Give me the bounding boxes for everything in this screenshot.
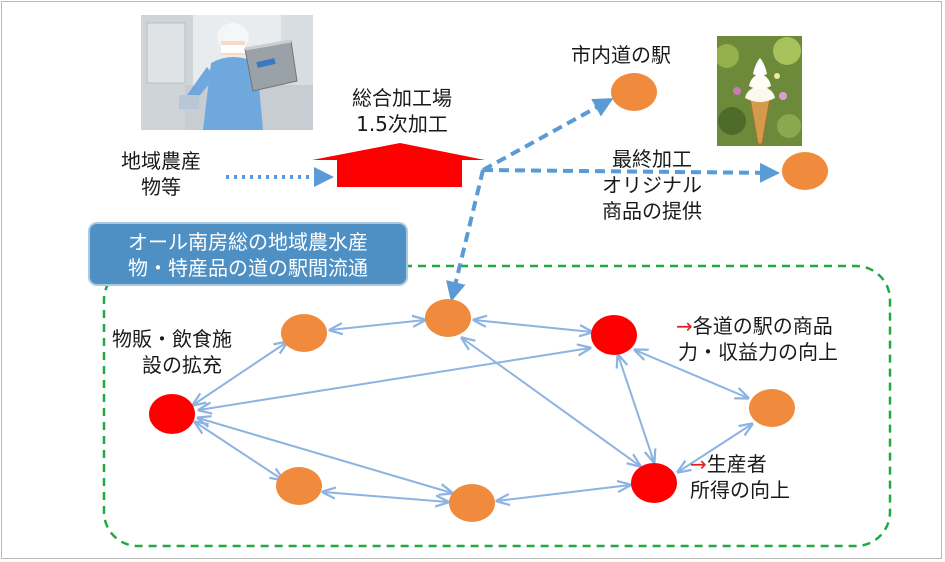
network-link — [497, 485, 630, 501]
station-node-orange — [276, 467, 322, 505]
shop-label-line1: 物販・飲食施 — [112, 327, 232, 351]
station-node-orange — [449, 484, 495, 522]
station-label-line1: 各道の駅の商品 — [692, 314, 833, 338]
factory-to-city-station-arrow — [482, 98, 614, 172]
source-label: 地域農産 物等 — [96, 148, 226, 200]
banner-line2: 物・特産品の道の駅間流通 — [128, 256, 368, 280]
factory-label: 総合加工場 1.5次加工 — [322, 85, 482, 137]
network-link — [198, 418, 452, 493]
factory-to-final-arrow — [482, 162, 780, 183]
station-node-orange — [425, 299, 471, 337]
distribution-banner: オール南房総の地域農水産 物・特産品の道の駅間流通 — [88, 222, 408, 286]
network-link — [330, 320, 425, 330]
final-product-node — [782, 152, 828, 190]
factory-label-line1: 総合加工場 — [352, 86, 452, 110]
network-link — [474, 320, 592, 332]
shop-label-line2: 設の拡充 — [142, 353, 222, 377]
producer-income-label: →生産者 所得の向上 — [690, 451, 790, 503]
city-station-node — [611, 73, 657, 111]
station-node-red — [149, 394, 195, 434]
red-arrow-mark: → — [690, 452, 707, 476]
network-link — [462, 338, 640, 466]
network-link — [678, 424, 752, 472]
final-processing-label: 最終加工 オリジナル 商品の提供 — [572, 146, 732, 224]
final-label-line1: 最終加工 — [612, 147, 692, 171]
station-node-orange — [749, 389, 795, 427]
station-node-orange — [281, 314, 327, 352]
station-node-red — [591, 315, 637, 355]
station-node-red — [631, 463, 677, 503]
network-link — [199, 348, 590, 410]
factory-worker-photo — [141, 15, 313, 130]
city-station-label: 市内道の駅 — [571, 43, 671, 67]
shop-expansion-label: 物販・飲食施 設の拡充 — [112, 326, 252, 378]
factory-shape — [312, 143, 485, 187]
network-link — [323, 492, 448, 502]
producer-label-line2: 所得の向上 — [690, 478, 790, 502]
red-arrow-mark: → — [676, 314, 693, 338]
station-improvement-label: →各道の駅の商品 力・収益力の向上 — [676, 313, 838, 365]
soft-serve-ice-cream-photo — [717, 36, 802, 146]
network-link — [635, 350, 748, 398]
station-label-line2: 力・収益力の向上 — [678, 340, 838, 364]
source-label-line1: 地域農産 — [121, 149, 201, 173]
producer-label-line1: 生産者 — [706, 452, 767, 476]
network-link — [618, 355, 654, 462]
final-label-line3: 商品の提供 — [602, 199, 702, 223]
factory-to-network-arrow — [446, 169, 485, 302]
factory-label-line2: 1.5次加工 — [356, 112, 448, 136]
final-label-line2: オリジナル — [602, 173, 702, 197]
source-label-line2: 物等 — [141, 175, 181, 199]
banner-line1: オール南房総の地域農水産 — [128, 230, 368, 254]
